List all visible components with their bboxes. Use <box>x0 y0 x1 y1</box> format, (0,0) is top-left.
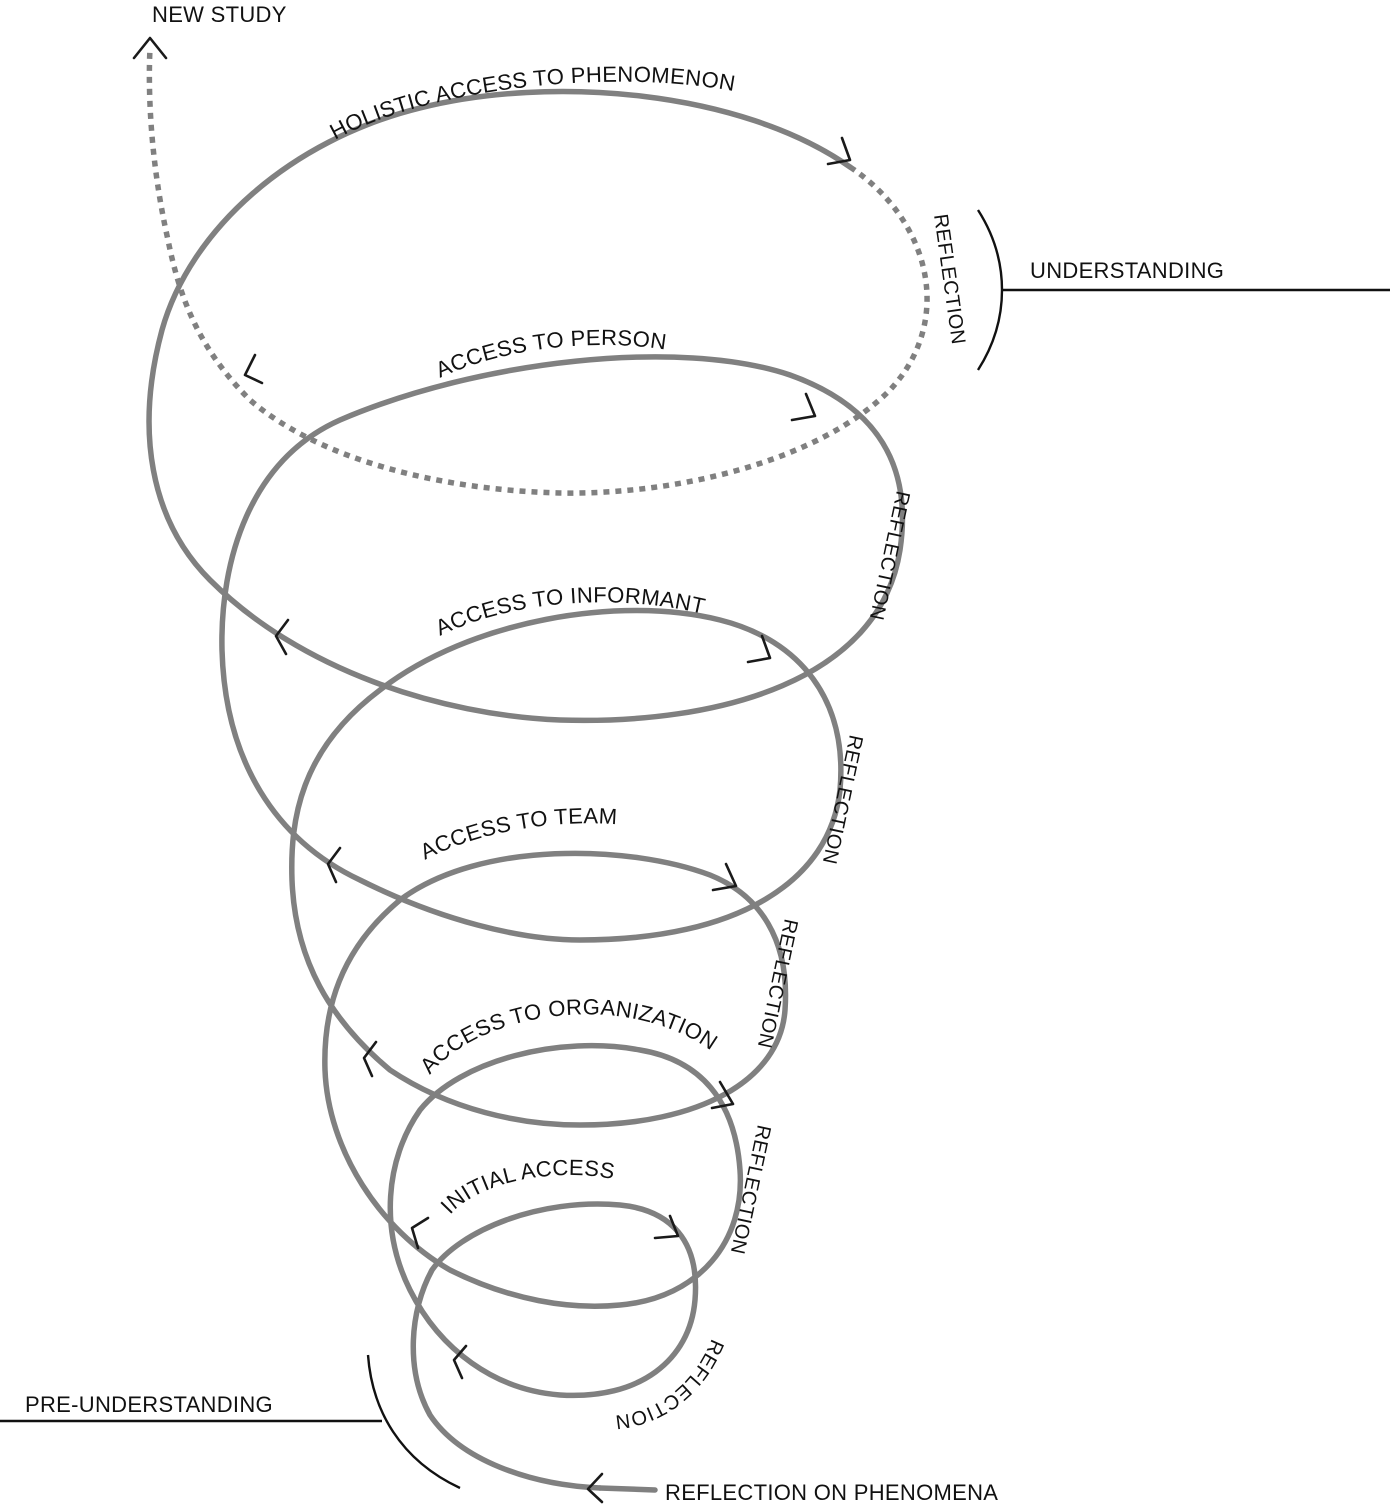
label-understanding: UNDERSTANDING <box>1030 258 1224 283</box>
label-reflection-5: REFLECTION <box>726 1123 775 1256</box>
understanding-bracket <box>976 209 1004 371</box>
arrowhead-ring-left-2 <box>326 846 342 884</box>
ring-outer-phenomenon <box>146 88 906 1491</box>
dotted-path-new-study <box>146 47 930 496</box>
arrowhead-ring-left-3 <box>362 1040 378 1078</box>
arrowhead-new-study <box>132 36 168 60</box>
arrowhead-team <box>711 862 738 892</box>
arrowhead-person <box>790 392 817 422</box>
arrowhead-reflection-on-phenomena <box>586 1472 604 1504</box>
label-reflection-1: REFLECTION <box>929 213 969 346</box>
label-access-to-informant: ACCESS TO INFORMANT <box>432 582 708 640</box>
arrowhead-dotted-left <box>243 353 264 385</box>
arrowhead-organization <box>710 1080 735 1110</box>
label-reflection-4: REFLECTION <box>753 917 802 1050</box>
tail-to-reflection-on-phenomena <box>597 1485 658 1493</box>
pre-understanding-bracket <box>366 1354 461 1490</box>
label-initial-access: INITIAL ACCESS <box>436 1155 617 1219</box>
arrowhead-ring-left-4 <box>410 1216 430 1250</box>
arrowhead-informant <box>746 634 772 664</box>
arrowhead-initial <box>653 1214 680 1240</box>
spiral-rings <box>146 88 906 1493</box>
labels: NEW STUDY HOLISTIC ACCESS TO PHENOMENON … <box>25 2 1224 1505</box>
arrowhead-holistic <box>826 136 852 166</box>
arrowhead-ring-left-5 <box>452 1344 468 1380</box>
arrowheads <box>132 36 852 1504</box>
label-reflection-on-phenomena: REFLECTION ON PHENOMENA <box>665 1480 998 1505</box>
label-access-to-organization: ACCESS TO ORGANIZATION <box>415 994 722 1078</box>
understanding-markers <box>0 209 1390 1490</box>
label-reflection-2: REFLECTION <box>865 489 914 622</box>
label-pre-understanding: PRE-UNDERSTANDING <box>25 1392 273 1417</box>
label-new-study: NEW STUDY <box>152 2 287 27</box>
label-reflection-3: REFLECTION <box>818 733 867 866</box>
arrowhead-ring-left-1 <box>274 618 290 656</box>
label-access-to-person: ACCESS TO PERSON <box>432 325 668 383</box>
